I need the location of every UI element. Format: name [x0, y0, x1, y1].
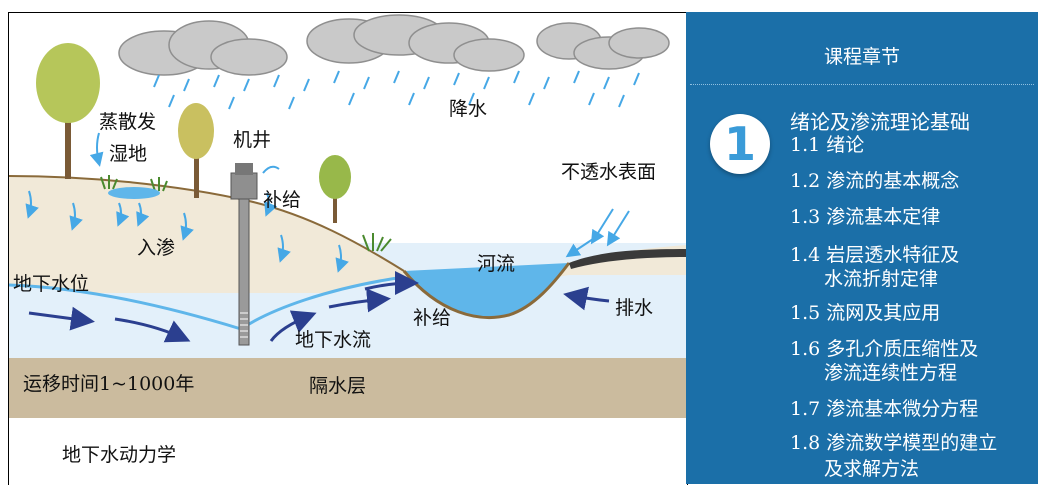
evaporation-label: 蒸散发 [99, 111, 157, 133]
wetland-pond [108, 187, 160, 199]
water-cycle-illustration [9, 14, 687, 418]
panel-divider [690, 84, 1034, 85]
water-cycle-diagram: 降水 蒸散发 湿地 机井 补给 入渗 不透水表面 河流 地下水位 补给 排水 地… [8, 12, 688, 485]
aquitard-label: 隔水层 [309, 375, 367, 397]
recharge-well-label: 补给 [263, 189, 302, 211]
section-item[interactable]: 1.1 绪论 [790, 134, 865, 156]
chapter-panel: 课程章节 1 绪论及渗流理论基础 1.1 绪论 1.2 渗流的基本概念 1.3 … [686, 12, 1038, 484]
section-item-continued: 渗流连续性方程 [824, 362, 958, 384]
section-item-continued: 水流折射定律 [824, 268, 939, 290]
groundwater-flow-label: 地下水流 [295, 329, 372, 351]
infiltration-arrow-icon [25, 132, 630, 273]
section-item[interactable]: 1.5 流网及其应用 [790, 302, 941, 324]
section-item[interactable]: 1.2 渗流的基本概念 [790, 170, 960, 192]
recharge-river-label: 补给 [413, 307, 452, 329]
discharge-label: 排水 [615, 297, 654, 319]
rain-label: 降水 [449, 98, 488, 120]
wetland-label: 湿地 [109, 143, 148, 165]
section-item[interactable]: 1.8 渗流数学模型的建立 [790, 432, 998, 454]
section-item[interactable]: 1.6 多孔介质压缩性及 [790, 338, 979, 360]
tree-icon [178, 103, 214, 198]
chapter-badge: 1 [710, 114, 770, 174]
tree-icon [36, 43, 100, 179]
section-item[interactable]: 1.4 岩层透水特征及 [790, 244, 960, 266]
grass-icon [100, 175, 392, 252]
chapter-title: 绪论及渗流理论基础 [790, 110, 970, 134]
river-label: 河流 [477, 253, 516, 275]
chapter-number: 1 [723, 117, 756, 171]
section-item[interactable]: 1.7 渗流基本微分方程 [790, 398, 979, 420]
flow-arrow-icon [28, 271, 610, 343]
well-pump-icon [230, 163, 280, 346]
water-table-label: 地下水位 [13, 273, 90, 295]
section-item[interactable]: 1.3 渗流基本定律 [790, 206, 941, 228]
panel-header: 课程章节 [823, 46, 900, 68]
river-bed [402, 262, 571, 319]
soil-layer [9, 176, 687, 293]
tree-icon [319, 155, 351, 223]
infiltration-label: 入渗 [137, 237, 176, 259]
section-item-continued: 及求解方法 [824, 458, 920, 480]
well-label: 机井 [233, 129, 272, 151]
cloud-icon [118, 14, 670, 76]
impermeable-surface [569, 249, 687, 269]
rain-drops [153, 70, 640, 110]
impermeable-surface-label: 不透水表面 [561, 161, 657, 183]
travel-time-label: 运移时间1~1000年 [23, 373, 195, 395]
course-title: 地下水动力学 [62, 444, 177, 466]
aquitard-layer [9, 358, 687, 418]
